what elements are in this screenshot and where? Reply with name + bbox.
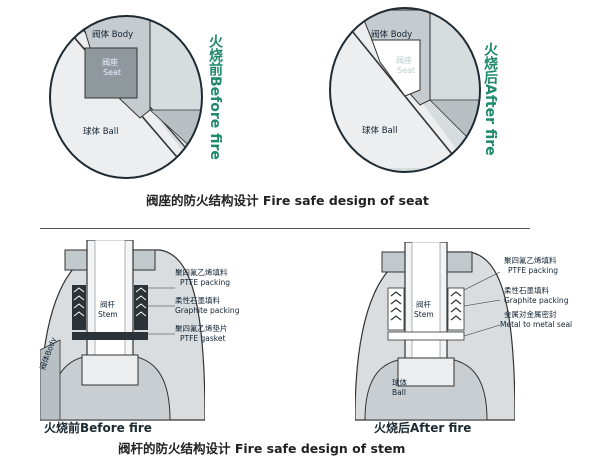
seat-before-ball-label: 球体 Ball <box>83 127 119 137</box>
seat-before-body-label: 阀体 Body <box>92 30 134 40</box>
stem-after-graphite-en: Graphite packing <box>504 296 569 305</box>
stem-after-metal-en: Metal to metal seal <box>500 320 573 329</box>
stem-after-stem-en: Stem <box>414 310 434 319</box>
seat-after-body-label: 阀体 Body <box>371 30 413 40</box>
stem-after-ptfe-packing-cn: 聚四氟乙烯填料 <box>504 256 557 265</box>
seat-after-side-text: 火烧后After fire <box>482 42 498 156</box>
stem-before-gasket-en: PTFE gasket <box>180 334 226 343</box>
seat-before-seat-label-en: Seat <box>103 68 122 77</box>
section-divider <box>40 228 530 229</box>
seat-after-seat-label-cn: 阀座 <box>396 56 412 65</box>
stem-before-ptfe-packing-cn: 聚四氟乙烯填料 <box>175 268 228 277</box>
stem-after-ptfe-packing-en: PTFE packing <box>508 266 558 275</box>
seat-after-ball-label: 球体 Ball <box>362 126 398 136</box>
stem-before-fire-label: 火烧前Before fire <box>44 421 152 435</box>
stem-after-graphite-cn: 柔性石墨填料 <box>504 286 549 295</box>
stem-before-gasket-cn: 聚四氟乙烯垫片 <box>175 324 228 333</box>
seat-before-seat-label-cn: 阀座 <box>102 58 118 67</box>
stem-before-ptfe-packing-en: PTFE packing <box>180 278 230 287</box>
seat-before-side-text: 火烧前Before fire <box>207 34 223 160</box>
stem-before-graphite-cn: 柔性石墨填料 <box>175 296 220 305</box>
seat-after-seat-label-en: Seat <box>397 66 416 75</box>
stem-after-metal-cn: 金属对金属密封 <box>504 310 557 319</box>
stem-before-stem-en: Stem <box>98 310 118 319</box>
stem-after-ball-cn: 球体 <box>392 378 407 387</box>
stem-before-stem-cn: 阀杆 <box>100 300 115 309</box>
stem-after-fire-label: 火烧后After fire <box>374 421 472 435</box>
stem-after-ball-en: Ball <box>392 388 406 397</box>
stem-caption: 阀杆的防火结构设计 Fire safe design of stem <box>118 441 406 456</box>
stem-before-graphite-en: Graphite packing <box>175 306 240 315</box>
stem-after-stem-cn: 阀杆 <box>416 300 431 309</box>
seat-caption: 阀座的防火结构设计 Fire safe design of seat <box>146 193 429 208</box>
